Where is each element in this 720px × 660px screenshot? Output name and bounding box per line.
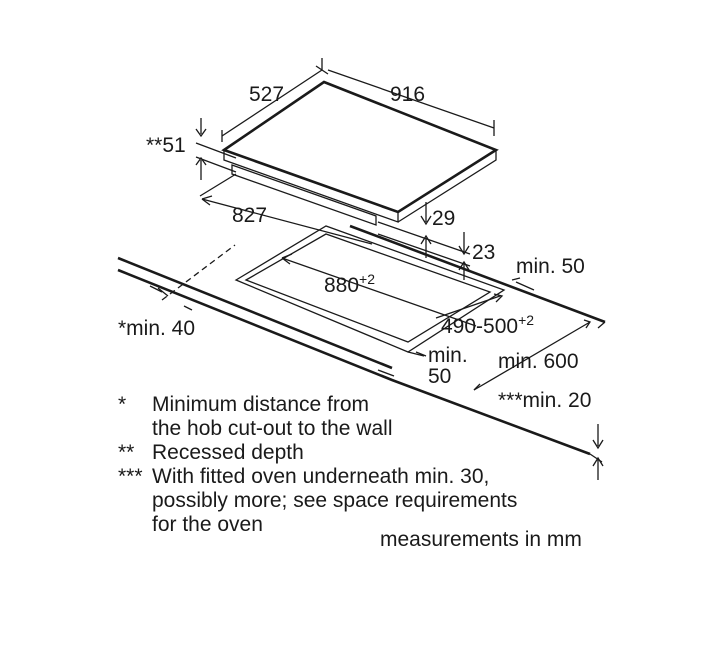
worktop <box>117 224 606 463</box>
dim-min-40-label: *min. 40 <box>118 317 195 340</box>
note-text: Minimum distance from the hob cut-out to… <box>152 393 393 440</box>
dim-827: 827 <box>199 173 373 245</box>
dim-880-tolerance: +2 <box>359 271 375 287</box>
note-item: *** With fitted oven underneath min. 30,… <box>118 465 638 537</box>
dim-min-50-front: min. 50 <box>377 344 468 388</box>
dim-min-600: min. 600 <box>473 319 592 391</box>
dim-min-600-label: min. 600 <box>498 350 579 373</box>
dim-827-label: 827 <box>232 204 267 227</box>
dim-916-label: 916 <box>390 83 425 106</box>
hob-front-edge <box>223 150 497 223</box>
note-mark: * <box>118 393 127 416</box>
wall-projection <box>161 244 236 301</box>
notes-legend: * Minimum distance from the hob cut-out … <box>118 393 638 537</box>
cutout <box>234 225 506 353</box>
cutout-outline-outer <box>234 225 506 353</box>
note-text: Recessed depth <box>152 441 304 464</box>
dim-527-label: 527 <box>249 83 284 106</box>
dim-min-20: ***min. 20 <box>498 389 604 480</box>
dim-490-500-label: 490-500+2 <box>441 312 534 338</box>
dim-880-label: 880+2 <box>324 271 375 297</box>
worktop-back-edge <box>117 224 606 370</box>
dim-490-500-value: 490-500 <box>441 315 518 338</box>
dim-min-50-front-label-2: 50 <box>428 365 451 388</box>
note-mark: *** <box>118 465 143 488</box>
dim-min-40: *min. 40 <box>118 285 195 340</box>
note-item: ** Recessed depth <box>118 441 638 465</box>
dim-490-500-tolerance: +2 <box>518 312 534 328</box>
worktop-front-edge <box>117 268 591 456</box>
dim-min-20-label: ***min. 20 <box>498 389 591 412</box>
note-mark: ** <box>118 441 135 464</box>
dim-880-value: 880 <box>324 274 359 297</box>
note-text: With fitted oven underneath min. 30, pos… <box>152 465 518 536</box>
dim-880: 880+2 <box>281 253 477 327</box>
dim-51-label: **51 <box>146 134 186 157</box>
dim-490-500: 490-500+2 <box>435 293 534 338</box>
dim-min-50-front-label-1: min. <box>428 344 468 367</box>
dim-29-23: 29 23 <box>377 202 495 280</box>
dim-23-label: 23 <box>472 241 495 264</box>
dim-29-label: 29 <box>432 207 455 230</box>
units-note: measurements in mm <box>380 528 582 551</box>
dim-hob-size: 527 916 <box>221 58 495 142</box>
cutout-outline-inner <box>244 233 492 343</box>
dim-recessed-depth: **51 <box>146 118 237 180</box>
dim-min-50-back-label: min. 50 <box>516 255 585 278</box>
dim-min-50-back: min. 50 <box>511 255 585 291</box>
note-item: * Minimum distance from the hob cut-out … <box>118 393 638 441</box>
